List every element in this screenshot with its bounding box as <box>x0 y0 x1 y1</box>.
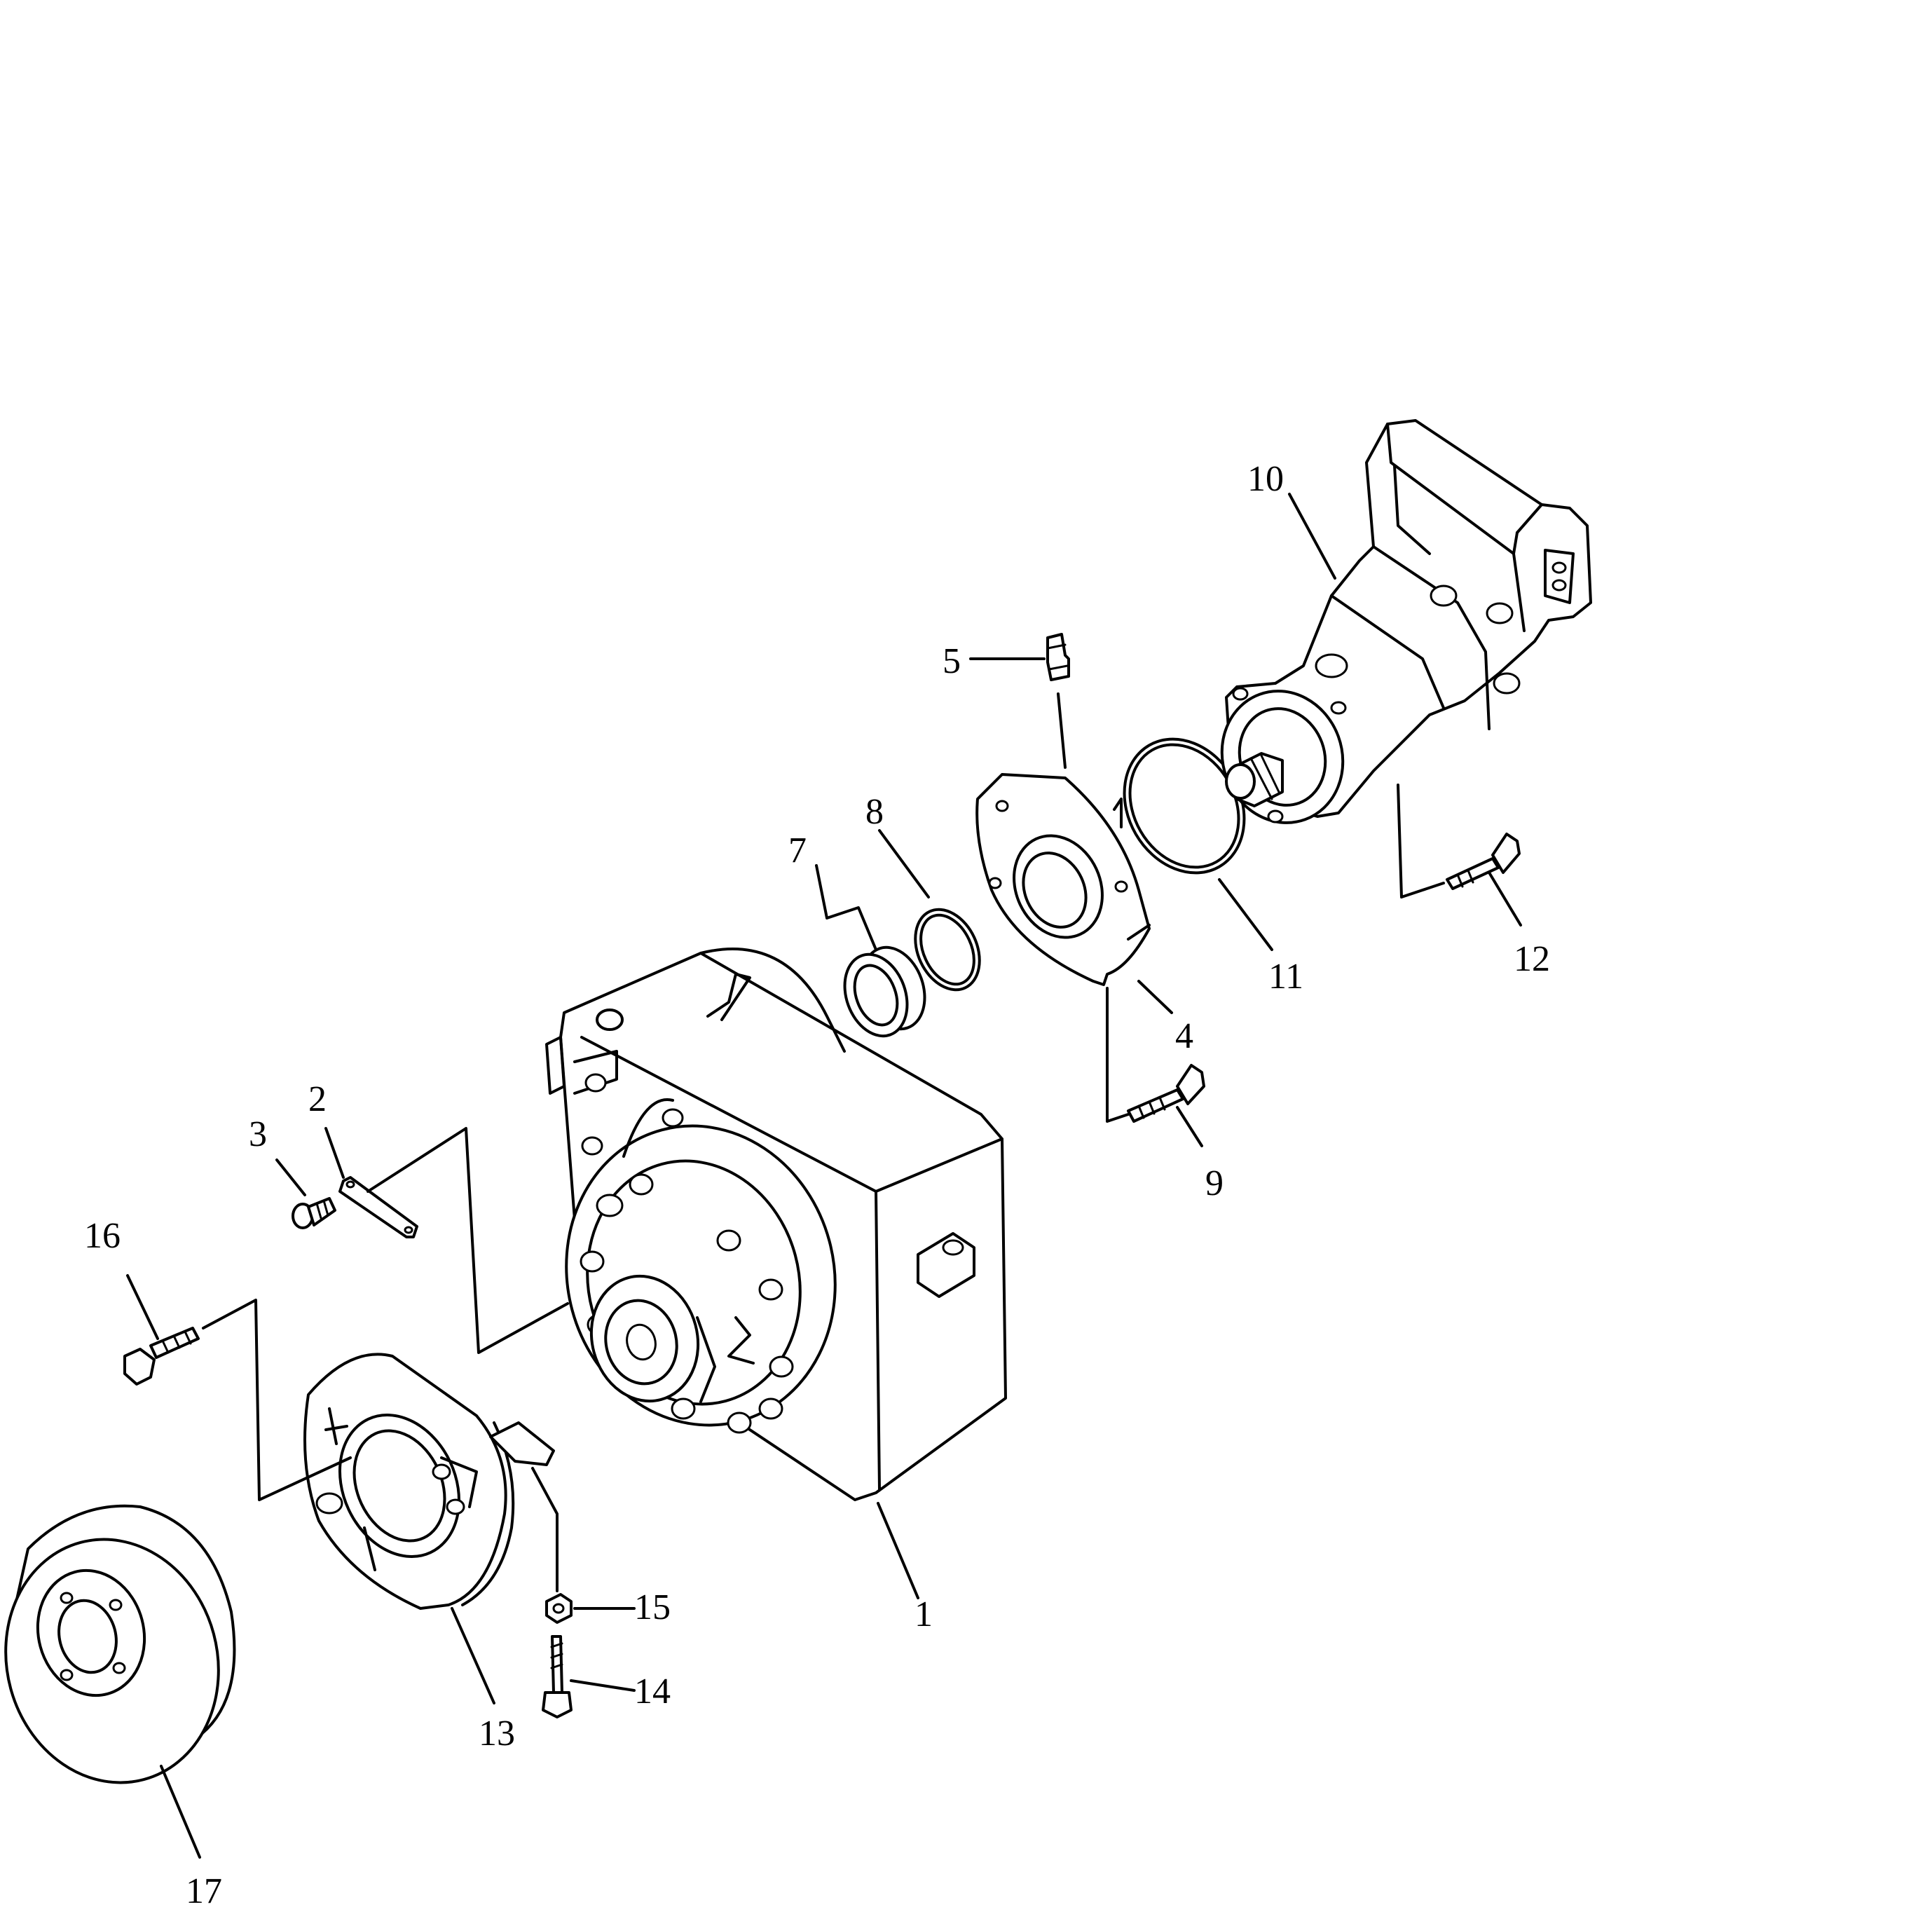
part-9-bolt <box>1127 1064 1205 1123</box>
part-7-oil-seal <box>843 945 926 1038</box>
callout-9: 9 <box>1205 1163 1224 1203</box>
part-10-hydraulic-motor <box>1220 419 1592 824</box>
part-5-fitting <box>1046 633 1070 681</box>
callout-3: 3 <box>249 1114 267 1154</box>
callout-2: 2 <box>308 1079 327 1119</box>
part-15-nut <box>545 1593 573 1624</box>
callout-16: 16 <box>84 1216 121 1256</box>
part-13-brake-assembly <box>303 1353 555 1610</box>
callout-4: 4 <box>1175 1016 1193 1056</box>
part-8-o-ring <box>914 908 981 992</box>
leader-lines <box>126 493 1522 1859</box>
callout-12: 12 <box>1514 939 1550 979</box>
callout-1: 1 <box>914 1594 933 1634</box>
part-14-bolt <box>542 1635 573 1718</box>
callout-7: 7 <box>788 830 807 870</box>
callout-8: 8 <box>865 792 884 832</box>
callout-14: 14 <box>634 1672 671 1711</box>
callout-10: 10 <box>1247 459 1284 499</box>
part-12-bolt <box>1446 833 1521 890</box>
callout-15: 15 <box>634 1587 671 1627</box>
part-3-bolt <box>292 1197 336 1229</box>
callout-5: 5 <box>943 641 961 681</box>
part-16-bolt <box>123 1327 200 1386</box>
part-1-gear-housing <box>545 948 1007 1501</box>
part-2-lock-plate <box>338 1176 418 1238</box>
callout-11: 11 <box>1268 957 1303 997</box>
part-4-adapter-plate <box>975 773 1151 986</box>
callout-17: 17 <box>186 1871 222 1910</box>
callout-13: 13 <box>479 1714 515 1754</box>
part-17-brake-drum <box>4 1504 236 1784</box>
callout-labels: 1 2 3 4 5 7 8 9 10 11 12 13 14 15 16 17 <box>84 459 1550 1911</box>
